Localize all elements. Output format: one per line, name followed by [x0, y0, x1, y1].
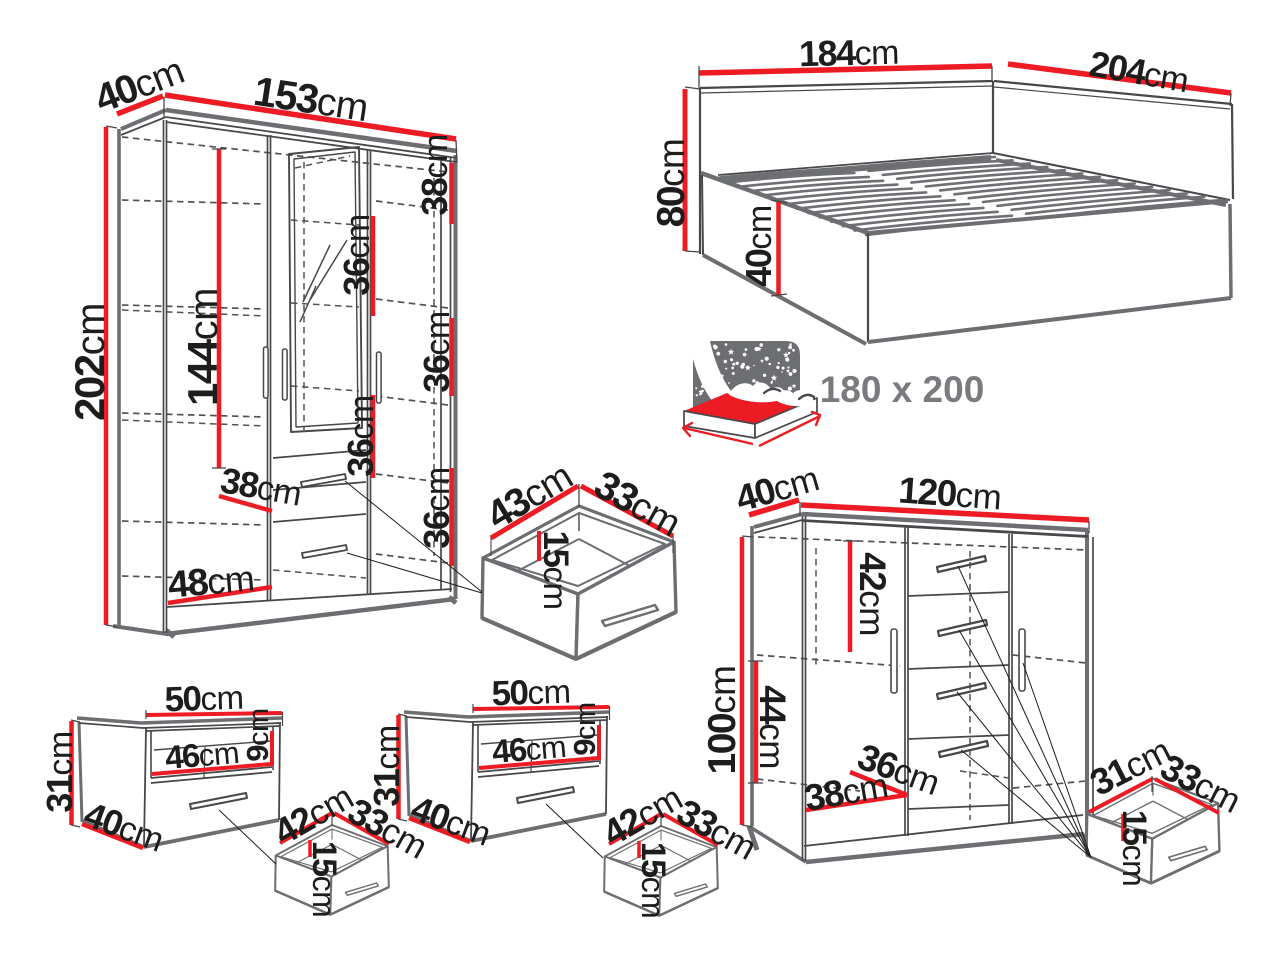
svg-text:9cm: 9cm — [240, 708, 275, 761]
svg-text:36cm: 36cm — [416, 311, 457, 392]
svg-text:40cm: 40cm — [738, 205, 779, 286]
svg-text:36cm: 36cm — [416, 467, 457, 548]
svg-text:202cm: 202cm — [66, 303, 113, 421]
svg-text:46cm: 46cm — [163, 733, 240, 776]
svg-text:15cm: 15cm — [634, 842, 672, 918]
svg-text:15cm: 15cm — [1115, 810, 1153, 886]
svg-text:42cm: 42cm — [852, 552, 893, 636]
svg-text:38cm: 38cm — [414, 134, 455, 215]
svg-text:48cm: 48cm — [166, 557, 256, 606]
svg-text:36cm: 36cm — [336, 214, 377, 295]
svg-text:15cm: 15cm — [536, 531, 575, 610]
svg-text:9cm: 9cm — [567, 702, 602, 755]
svg-text:100cm: 100cm — [701, 666, 744, 775]
svg-text:184cm: 184cm — [799, 31, 900, 75]
svg-text:120cm: 120cm — [897, 469, 1003, 517]
svg-text:31cm: 31cm — [366, 725, 407, 806]
svg-text:31cm: 31cm — [39, 731, 80, 812]
svg-text:46cm: 46cm — [490, 727, 567, 770]
svg-text:44cm: 44cm — [752, 685, 793, 769]
svg-text:180 x 200: 180 x 200 — [820, 369, 985, 410]
svg-text:50cm: 50cm — [164, 678, 244, 720]
svg-text:15cm: 15cm — [305, 841, 343, 917]
svg-text:50cm: 50cm — [491, 672, 571, 714]
svg-text:36cm: 36cm — [340, 395, 381, 476]
svg-text:80cm: 80cm — [650, 139, 693, 228]
svg-text:144cm: 144cm — [179, 288, 226, 406]
